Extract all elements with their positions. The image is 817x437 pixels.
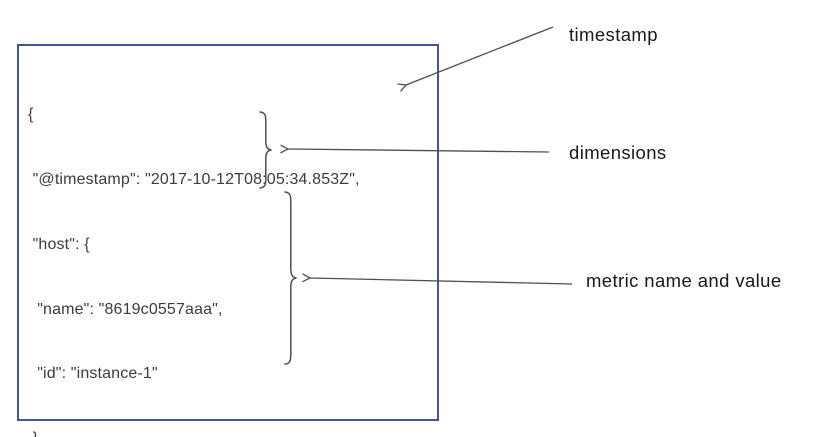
label-dimensions: dimensions [569,142,667,163]
json-code-block: { "@timestamp": "2017-10-12T08:05:34.853… [28,61,360,437]
label-metric-name-and-value: metric name and value [586,270,782,291]
json-document-box [17,44,439,421]
json-line: { [28,106,34,124]
json-line-timestamp: "@timestamp": "2017-10-12T08:05:34.853Z"… [28,170,360,188]
json-line-host-name: "name": "8619c0557aaa", [28,300,223,318]
json-line: }, [28,428,360,437]
json-line-host: "host": { [28,235,90,253]
label-timestamp: timestamp [569,24,658,45]
json-line-host-id: "id": "instance-1" [28,365,158,383]
